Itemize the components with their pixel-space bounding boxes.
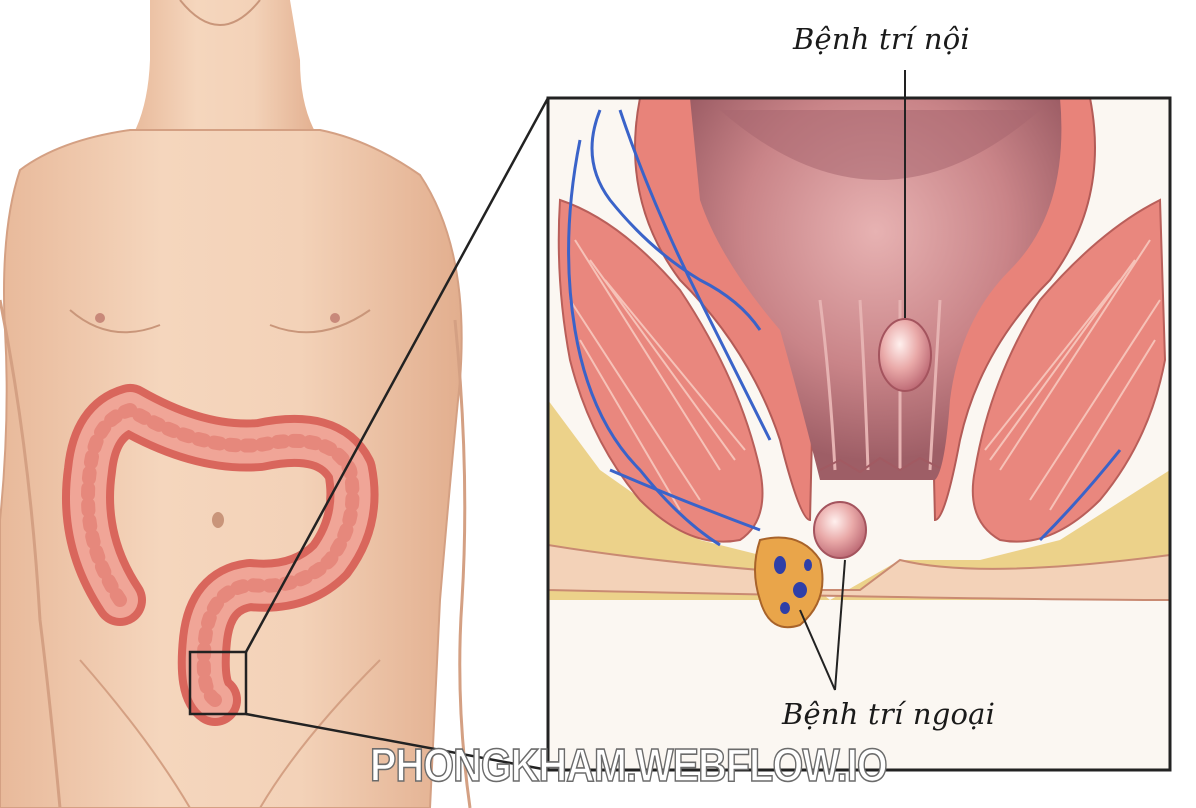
watermark: PHONGKHAM.WEBFLOW.IO [370, 738, 887, 792]
anal-canal-inset [548, 70, 1170, 770]
external-hemorrhoid [814, 502, 866, 558]
internal-hemorrhoid-label: Bệnh trí nội [793, 22, 970, 56]
internal-hemorrhoid [879, 319, 931, 391]
external-hemorrhoid-label: Bệnh trí ngoại [782, 697, 995, 731]
